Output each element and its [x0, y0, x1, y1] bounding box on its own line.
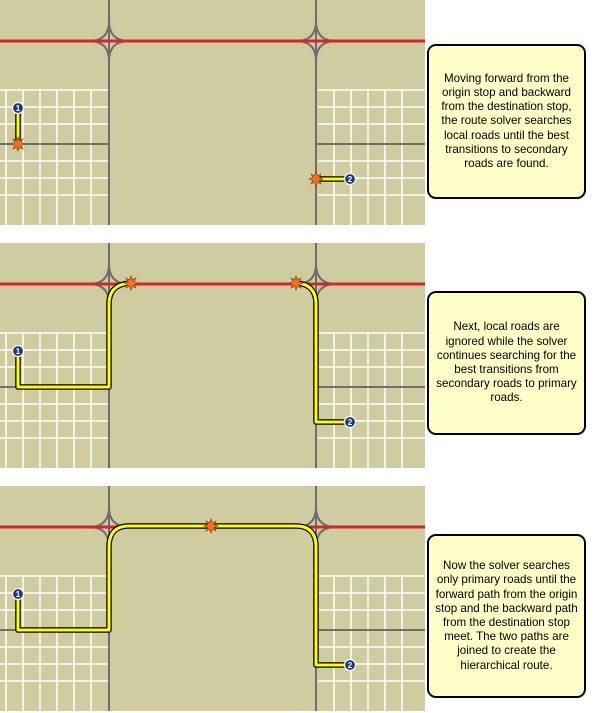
map-step-3: 1 2 — [0, 486, 425, 711]
destination-stop: 2 — [343, 415, 357, 429]
starburst-icon — [288, 275, 304, 291]
starburst-icon — [203, 518, 219, 534]
origin-stop: 1 — [11, 344, 25, 358]
route-hierarchical — [15, 523, 350, 668]
origin-stop-label: 1 — [16, 347, 21, 356]
numbered-circle-icon — [11, 101, 25, 115]
callout-step-3-text: Now the solver searches only primary roa… — [435, 559, 578, 672]
destination-stop: 2 — [343, 658, 357, 672]
map-background — [0, 243, 425, 468]
starburst-icon — [10, 136, 26, 152]
callout-step-2: Next, local roads are ignored while the … — [427, 291, 586, 435]
numbered-circle-icon — [343, 415, 357, 429]
map-step-2: 1 2 — [0, 243, 425, 468]
map-background — [0, 0, 425, 225]
numbered-circle-icon — [343, 658, 357, 672]
destination-stop-label: 2 — [348, 418, 353, 427]
callout-step-2-text: Next, local roads are ignored while the … — [436, 320, 577, 405]
destination-stop-label: 2 — [348, 175, 353, 184]
destination-stop-label: 2 — [348, 661, 353, 670]
map-panel-step-3: 1 2 — [0, 486, 425, 711]
destination-stop: 2 — [343, 172, 357, 186]
local-road-grid-left — [0, 575, 108, 711]
numbered-circle-icon — [11, 587, 25, 601]
callout-step-3: Now the solver searches only primary roa… — [427, 534, 586, 698]
map-background — [0, 486, 425, 711]
map-panel-step-1: 1 2 — [0, 0, 425, 225]
starburst-icon — [308, 171, 324, 187]
map-panel-step-2: 1 2 — [0, 243, 425, 468]
numbered-circle-icon — [343, 172, 357, 186]
secondary-roads — [0, 0, 425, 225]
map-step-1: 1 2 — [0, 0, 425, 225]
origin-stop-label: 1 — [16, 104, 21, 113]
local-road-grid-right — [318, 89, 425, 225]
local-road-grid-right — [318, 332, 425, 468]
origin-stop: 1 — [11, 587, 25, 601]
callout-step-1: Moving forward from the origin stop and … — [427, 44, 586, 199]
origin-stop: 1 — [11, 101, 25, 115]
numbered-circle-icon — [11, 344, 25, 358]
origin-stop-label: 1 — [16, 590, 21, 599]
callout-step-1-text: Moving forward from the origin stop and … — [441, 71, 572, 170]
local-road-grid-left — [0, 332, 108, 468]
starburst-icon — [123, 275, 139, 291]
